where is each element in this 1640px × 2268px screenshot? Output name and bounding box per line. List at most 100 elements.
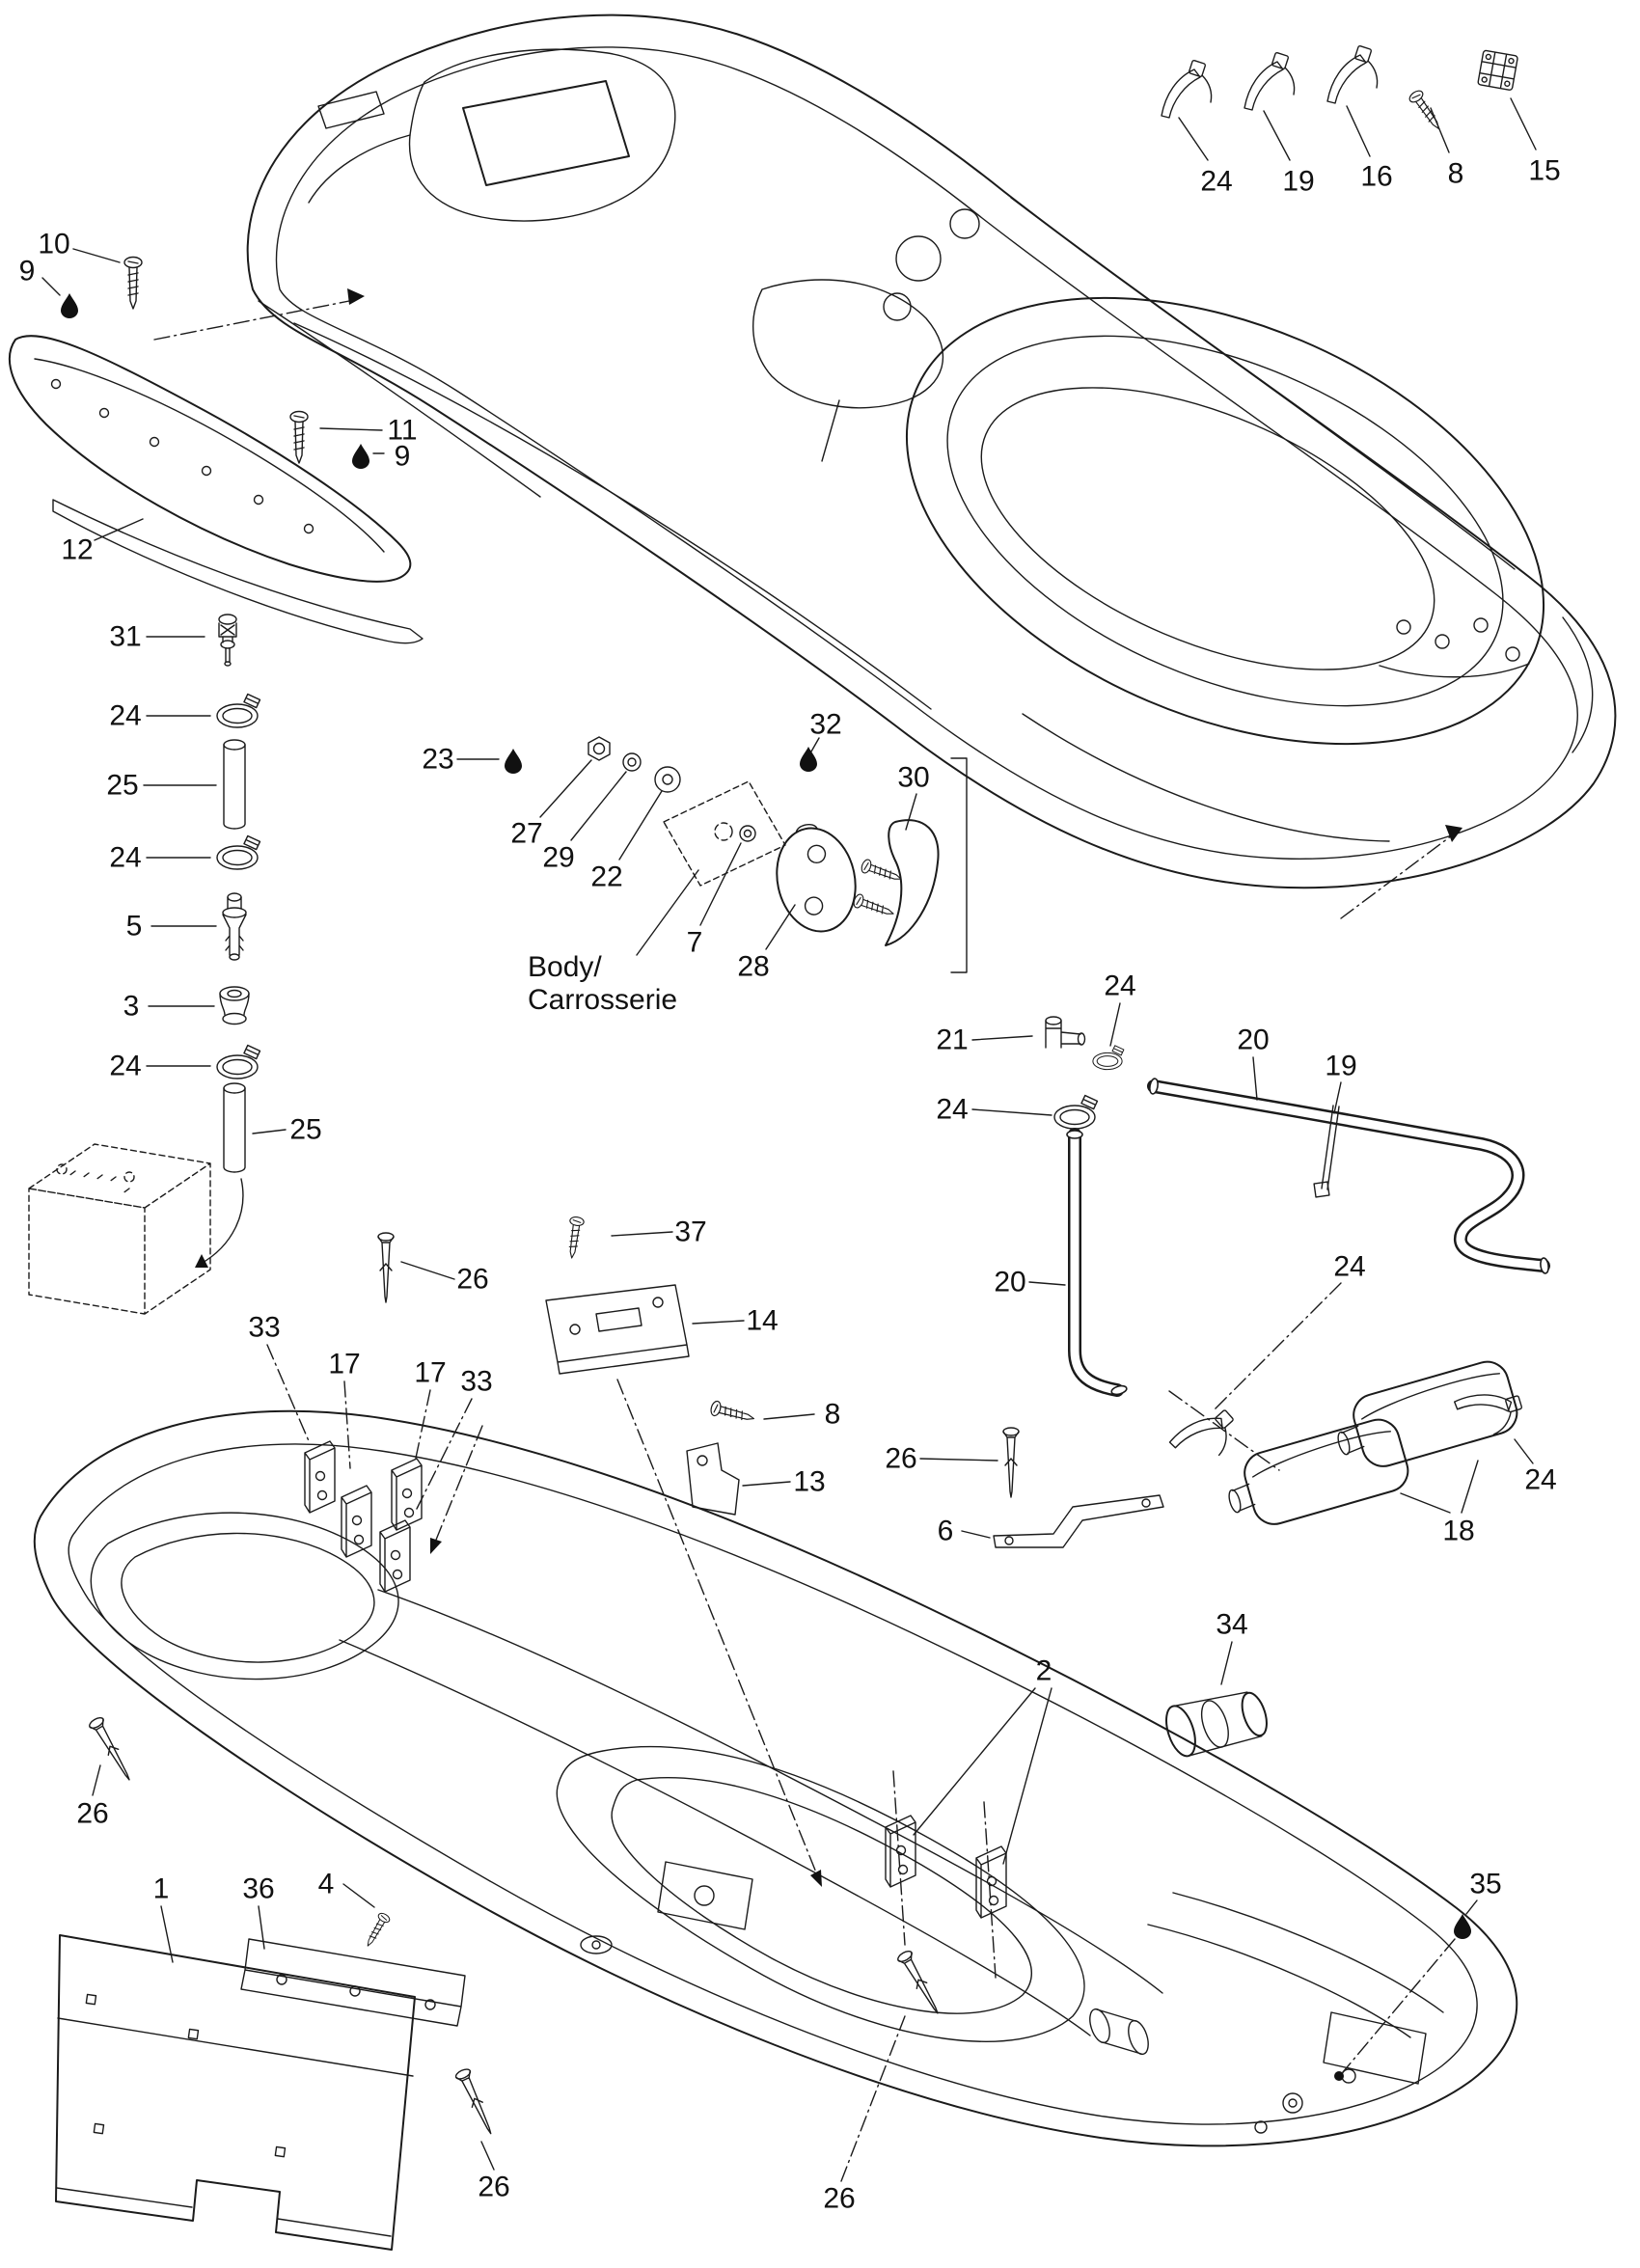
callout-37: 37 [674,1216,706,1248]
callout-1: 1 [153,1873,170,1905]
washer-22 [654,766,681,793]
callout-2: 2 [1036,1655,1052,1687]
bracket-cluster [304,1216,756,1593]
callout-34: 34 [1216,1609,1247,1641]
elbow-fitting-21 [1045,1016,1086,1049]
leader-lines-dashdot [153,300,1456,2182]
vent-tube-icon [223,1082,246,1173]
callout-27: 27 [510,818,542,850]
callout-9: 9 [395,441,411,473]
hose-assembly [993,1016,1550,1548]
support-bracket-33 [304,1440,336,1514]
mount-plate-14 [545,1284,690,1375]
cable-tie-icon [1326,44,1379,104]
group-bracket-30 [950,757,968,973]
callout-25: 25 [289,1114,321,1146]
leader-lines-solid [41,97,1537,2171]
latch-plate-28 [776,823,857,933]
callout-3: 3 [123,991,140,1023]
cable-tie-icon [1161,59,1213,119]
callout-28: 28 [737,951,769,983]
callout-26: 26 [478,2172,509,2203]
callout-29: 29 [542,842,574,874]
body-label-line2: Carrosserie [528,984,677,1016]
callout-32: 32 [809,709,841,741]
cable-tie-icon [1167,1393,1242,1470]
callout-20: 20 [1237,1025,1269,1056]
callout-25: 25 [106,770,138,802]
callout-23: 23 [422,744,453,776]
callout-9: 9 [19,256,36,287]
callout-24: 24 [1333,1251,1365,1283]
body-label-line1: Body/ [528,951,602,983]
callout-35: 35 [1469,1869,1501,1900]
loctite-droplet-icon [61,293,78,318]
fastener-row-top [1161,44,1518,134]
screw-icon [289,410,309,464]
callout-8: 8 [825,1399,841,1431]
push-pin-26 [895,1948,945,2018]
push-pin-26 [453,2066,499,2138]
callout-33: 33 [248,1312,280,1344]
callout-26: 26 [885,1443,916,1475]
sponson-part-12 [8,335,424,644]
callout-22: 22 [590,861,622,893]
callout-17: 17 [328,1349,360,1380]
support-bracket-17 [341,1485,372,1558]
callout-14: 14 [746,1305,778,1337]
part-31-valve [218,614,237,667]
gasket-plate-dashed [663,780,786,887]
screw-icon [851,892,897,921]
washer-29 [622,752,642,772]
callout-11: 11 [387,415,417,447]
support-bracket-2 [885,1815,916,1888]
callout-7: 7 [687,927,703,959]
callout-24: 24 [109,842,141,874]
vent-hose-20-long [1147,1079,1550,1272]
callout-4: 4 [318,1869,335,1900]
pad-icon [1477,49,1518,91]
callout-30: 30 [897,762,929,794]
callout-26: 26 [456,1264,488,1296]
part-3-grommet [219,986,250,1025]
hose-clamp-icon [216,834,261,870]
screw-4 [362,1911,392,1950]
callout-17: 17 [414,1357,446,1389]
push-pin-26 [377,1232,395,1303]
callout-36: 36 [242,1873,274,1905]
hose-coupler-34 [1165,1691,1268,1758]
cable-tie-icon [1452,1369,1530,1445]
screw-icon [123,256,143,310]
support-bracket-2 [975,1845,1007,1919]
callout-33: 33 [460,1366,492,1398]
vent-tube-icon [223,739,246,830]
callout-24: 24 [1200,166,1232,198]
hose-clamp-icon [1053,1094,1099,1130]
nut-27 [588,736,611,761]
loctite-droplet-icon [800,747,817,772]
screw-11-group [289,410,369,469]
cable-tie-19-on-hose [1313,1105,1340,1198]
clip-bracket-13 [686,1442,740,1516]
callout-24: 24 [1104,970,1135,1002]
hook-30 [885,819,940,946]
callout-10: 10 [38,229,69,260]
mat-1 [55,1934,416,2251]
part-5-fitting [222,892,247,961]
screw-icon [1407,88,1446,134]
callout-16: 16 [1360,161,1392,193]
screw-8 [708,1399,756,1427]
callout-5: 5 [126,911,143,943]
washer-7 [739,825,756,842]
callout-26: 26 [823,2183,855,2215]
callout-13: 13 [793,1466,825,1498]
deck-assembly [246,14,1617,889]
left-column-parts [28,614,261,1315]
callout-31: 31 [109,621,141,653]
support-bracket-33 [379,1519,411,1593]
loctite-droplet-icon [505,749,522,774]
mat-and-bracket [55,1911,466,2251]
float-bottle-18 [1326,1355,1523,1479]
